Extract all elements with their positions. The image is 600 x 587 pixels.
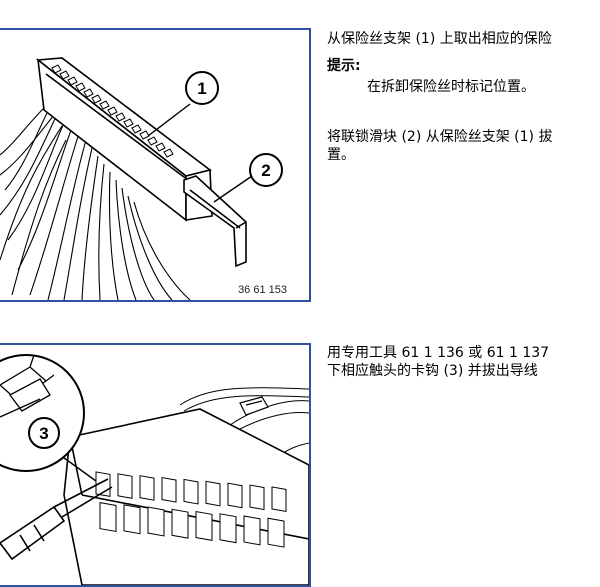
contact-removal-illustration: 3 <box>0 354 309 585</box>
callout-2: 2 <box>249 153 283 187</box>
step1-line3b: 置。 <box>327 147 355 163</box>
background-wires <box>179 387 309 456</box>
hint-text: 在拆卸保险丝时标记位置。 <box>367 79 535 95</box>
callout-2-label: 2 <box>261 161 270 180</box>
figure-contact-removal: 3 <box>0 343 311 587</box>
step2-line1: 用专用工具 61 1 136 或 61 1 137 <box>327 345 550 361</box>
detail-magnifier <box>0 354 97 482</box>
step1-line3a: 将联锁滑块 (2) 从保险丝支架 (1) 拔 <box>327 129 553 145</box>
small-connector <box>239 396 269 416</box>
callout-leaders <box>147 103 253 203</box>
figure-fuse-holder: 1 2 36 61 153 <box>0 28 311 302</box>
fuse-holder-body <box>35 57 213 222</box>
special-tool <box>0 478 113 561</box>
locking-slider <box>183 175 247 268</box>
callout-1-label: 1 <box>197 79 206 98</box>
callout-3-label: 3 <box>39 424 48 443</box>
step1-line1: 从保险丝支架 (1) 上取出相应的保险 <box>327 31 552 47</box>
wire-bundle <box>0 89 191 300</box>
callout-3: 3 <box>28 417 60 449</box>
fuse-contacts <box>51 64 174 158</box>
step2-line2: 下相应触头的卡钩 (3) 并拔出导线 <box>327 363 538 379</box>
hint-label: 提示: <box>327 58 361 74</box>
callout-1: 1 <box>185 71 219 105</box>
figure-code: 36 61 153 <box>238 284 287 296</box>
fuse-holder-illustration: 1 2 <box>0 57 283 300</box>
